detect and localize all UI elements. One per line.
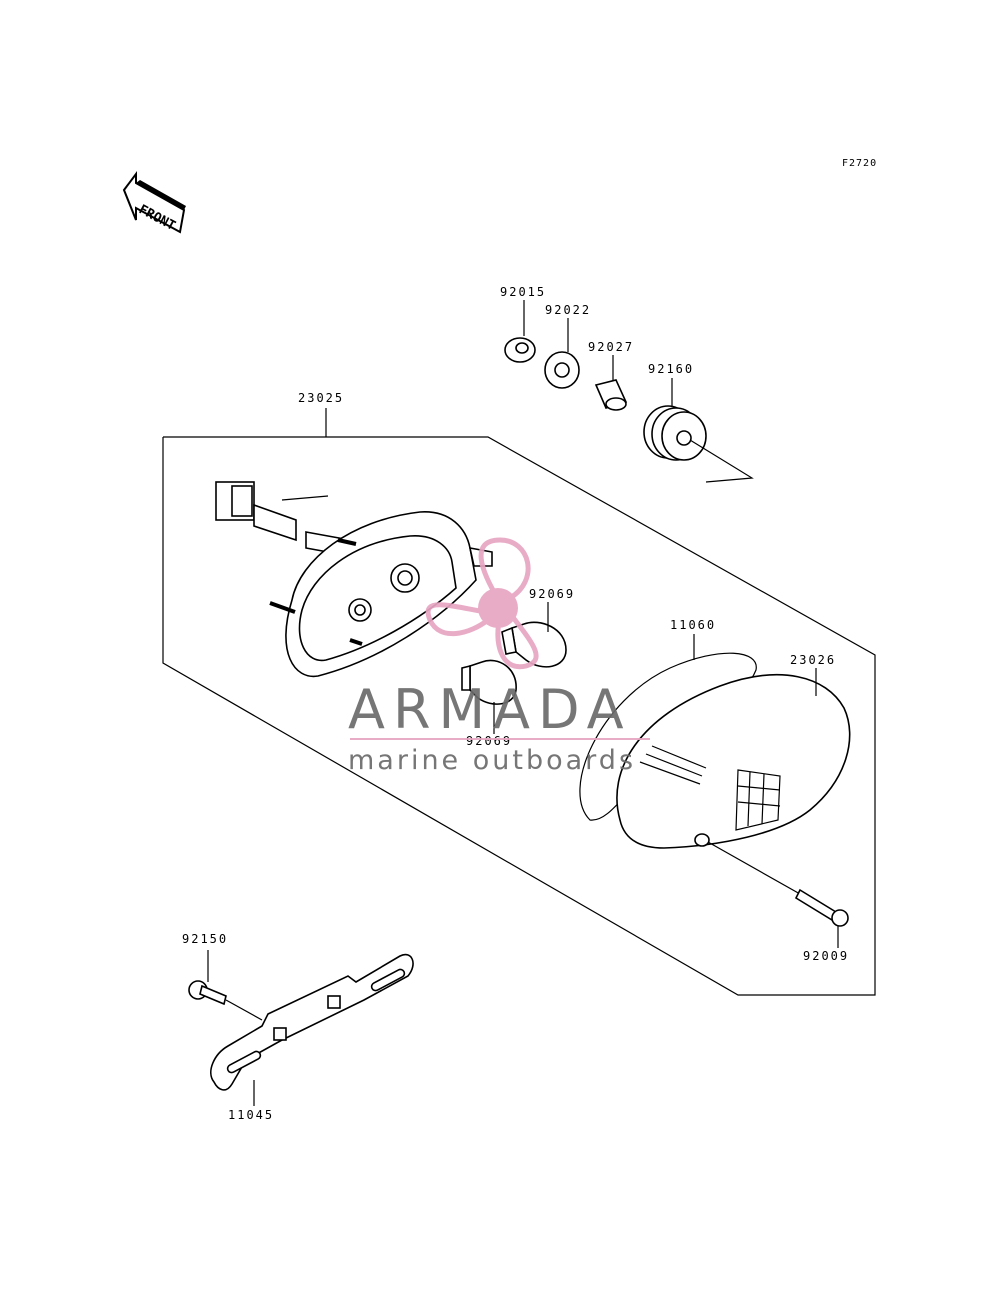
assembly-outline — [162, 436, 876, 996]
figure-ref: F2720 — [842, 158, 877, 169]
part-92160-grommet — [643, 378, 754, 483]
label-92009: 92009 — [803, 949, 849, 963]
propeller-logo-icon — [425, 537, 539, 670]
part-92022-washer — [544, 318, 580, 389]
label-11045: 11045 — [228, 1108, 274, 1122]
label-23026: 23026 — [790, 653, 836, 667]
label-92015: 92015 — [500, 285, 546, 299]
part-92015-nut — [504, 300, 536, 363]
front-arrow-icon: FRONT — [122, 171, 186, 234]
brand-name: ARMADA — [348, 678, 632, 741]
part-23025-housing — [215, 481, 493, 678]
part-92027-collar — [594, 355, 628, 411]
label-92069-upper: 92069 — [529, 587, 575, 601]
label-92150: 92150 — [182, 932, 228, 946]
label-11060: 11060 — [670, 618, 716, 632]
label-92027: 92027 — [588, 340, 634, 354]
part-11045-bracket — [210, 953, 414, 1106]
label-92160: 92160 — [648, 362, 694, 376]
part-92009-screw — [707, 841, 849, 948]
part-23026-lens — [616, 668, 851, 849]
part-92069-bulb-lower — [461, 659, 517, 734]
label-92022: 92022 — [545, 303, 591, 317]
part-92150-bolt — [188, 950, 263, 1021]
brand-tagline: marine outboards — [348, 745, 636, 776]
watermark: ARMADA marine outboards — [348, 537, 650, 776]
label-92069-lower: 92069 — [466, 734, 512, 748]
label-23025: 23025 — [298, 391, 344, 405]
